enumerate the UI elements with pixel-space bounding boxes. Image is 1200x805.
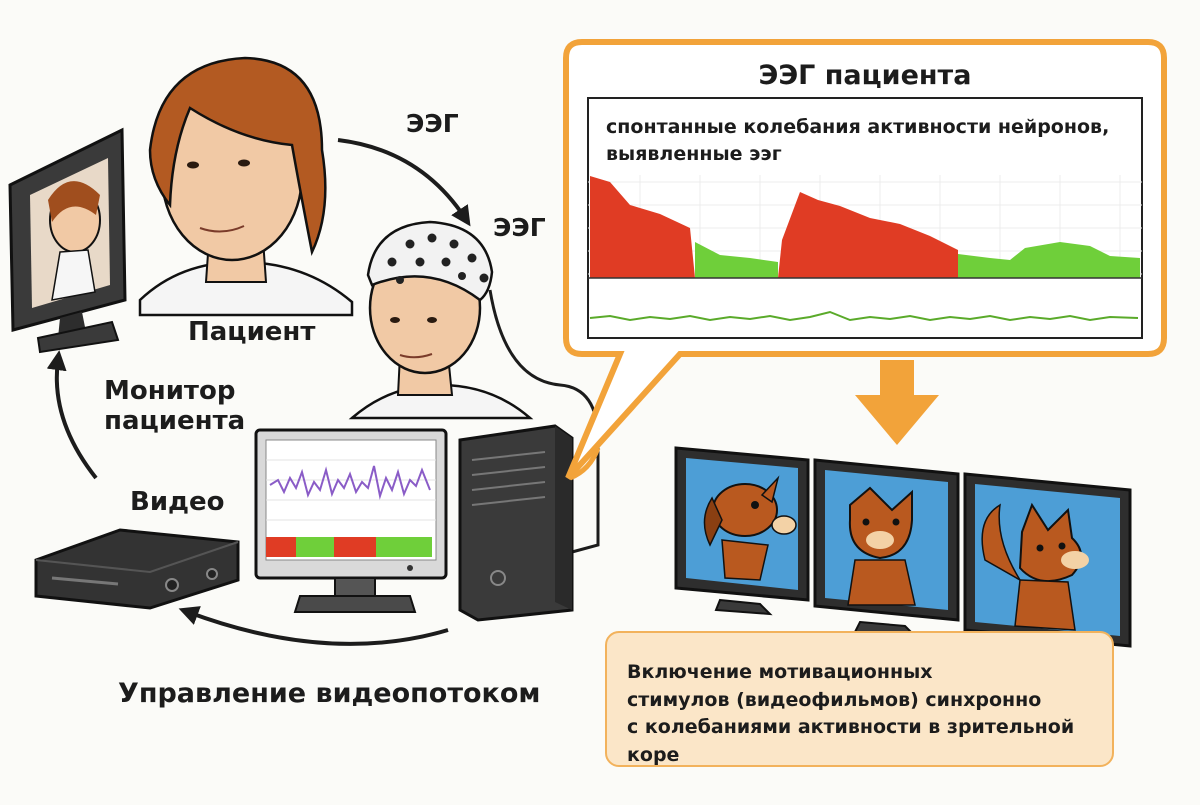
eeg-panel (563, 39, 1167, 481)
patient-monitor-label: Монитор пациента (104, 376, 246, 437)
eeg-panel-caption-line-2: выявленные ээг (606, 142, 782, 165)
stimulus-note-line-2: стимулов (видеофильмов) синхронно (627, 688, 1042, 711)
patient-monitor-label-line-2: пациента (104, 405, 246, 436)
cycle-arrow (46, 138, 471, 646)
video-player-icon (34, 528, 240, 610)
stimulus-monitor-cat-icon (813, 458, 960, 638)
stimulus-monitor-dog-icon (674, 446, 810, 616)
pc-tower-icon (458, 424, 574, 622)
video-stream-control-label: Управление видеопотоком (118, 678, 541, 709)
patient-monitor-label-line-1: Монитор (104, 376, 236, 406)
eeg-panel-caption-line-1: спонтанные колебания активности нейронов… (606, 116, 1110, 138)
video-label: Видео (130, 487, 225, 517)
patient-label: Пациент (188, 317, 316, 347)
eeg-cap-head-icon (348, 220, 600, 554)
stimulus-note-text: Включение мотивационных стимулов (видеоф… (627, 659, 1102, 769)
patient-head-icon (138, 56, 354, 317)
flow-arrows (568, 360, 939, 481)
stimulus-note-line-1: Включение мотивационных (627, 661, 933, 683)
eeg-panel-title: ЭЭГ пациента (758, 60, 972, 91)
lab-monitor-icon (254, 428, 448, 613)
stimulus-monitor-fox-icon (963, 472, 1132, 664)
eeg-label-top: ЭЭГ (406, 109, 459, 138)
eeg-panel-caption: спонтанные колебания активности нейронов… (606, 114, 1126, 167)
eeg-label-cap: ЭЭГ (493, 213, 546, 242)
stimulus-note-box: Включение мотивационных стимулов (видеоф… (605, 631, 1114, 767)
patient-monitor (8, 127, 127, 354)
stimulus-note-line-3: с колебаниями активности в зрительной ко… (627, 716, 1075, 766)
